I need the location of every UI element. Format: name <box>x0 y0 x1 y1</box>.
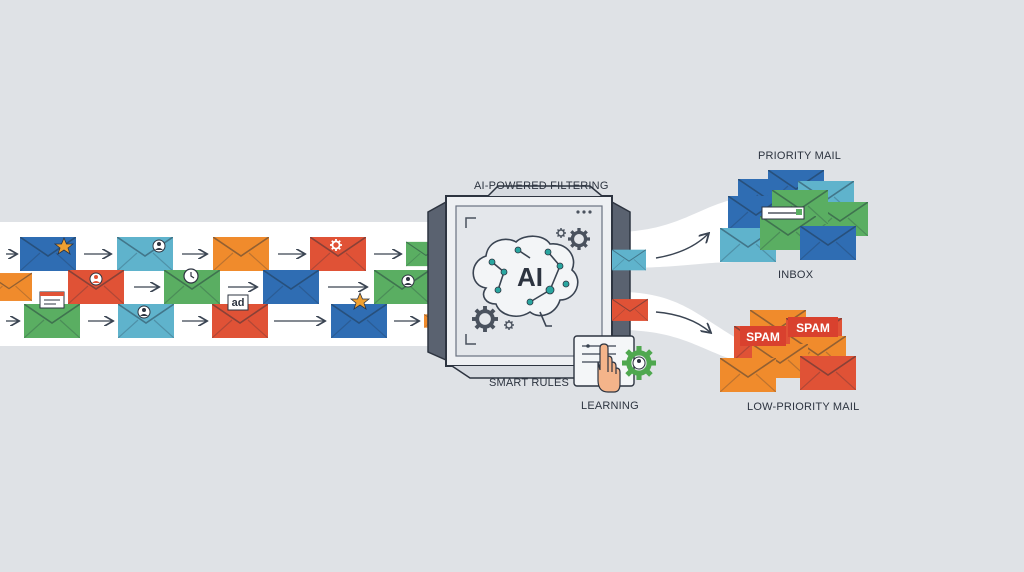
brain-nodes <box>488 246 570 306</box>
star-icon <box>349 291 371 310</box>
low-priority-flow-band <box>620 292 740 362</box>
user-icon <box>401 274 415 288</box>
star-icon <box>53 236 75 255</box>
arrow-right-icon <box>655 311 710 332</box>
inbox-label: INBOX <box>778 269 814 281</box>
ad-chip: ad <box>227 294 249 311</box>
priority-flow-band <box>620 198 740 268</box>
ai-filtering-label: AI-POWERED FILTERING <box>474 180 609 192</box>
spam-tag-text: SPAM <box>796 321 830 335</box>
document-icon <box>39 291 65 309</box>
low-priority-exit-envelope <box>612 298 648 322</box>
ad-chip-text: ad <box>232 297 245 309</box>
cursor-hand-icon <box>597 343 621 393</box>
clock-icon <box>183 268 199 284</box>
low-priority-mail-label: LOW-PRIORITY MAIL <box>747 401 860 413</box>
priority-mail-label: PRIORITY MAIL <box>758 150 842 162</box>
user-icon <box>137 305 151 319</box>
spam-tag: SPAM <box>788 317 838 337</box>
user-icon <box>152 239 166 253</box>
priority-exit-envelope <box>612 248 646 272</box>
user-icon <box>89 272 103 286</box>
arrow-right-icon <box>6 254 418 321</box>
gear-icon <box>622 346 656 380</box>
priority-mail-pile <box>720 170 868 262</box>
spam-tag-text: SPAM <box>746 330 780 344</box>
spam-tag: SPAM <box>740 326 786 346</box>
arrow-right-icon <box>655 234 708 259</box>
ai-logo-text: AI <box>517 262 543 292</box>
smart-rules-label: SMART RULES <box>489 377 570 389</box>
learning-label: LEARNING <box>581 400 639 412</box>
